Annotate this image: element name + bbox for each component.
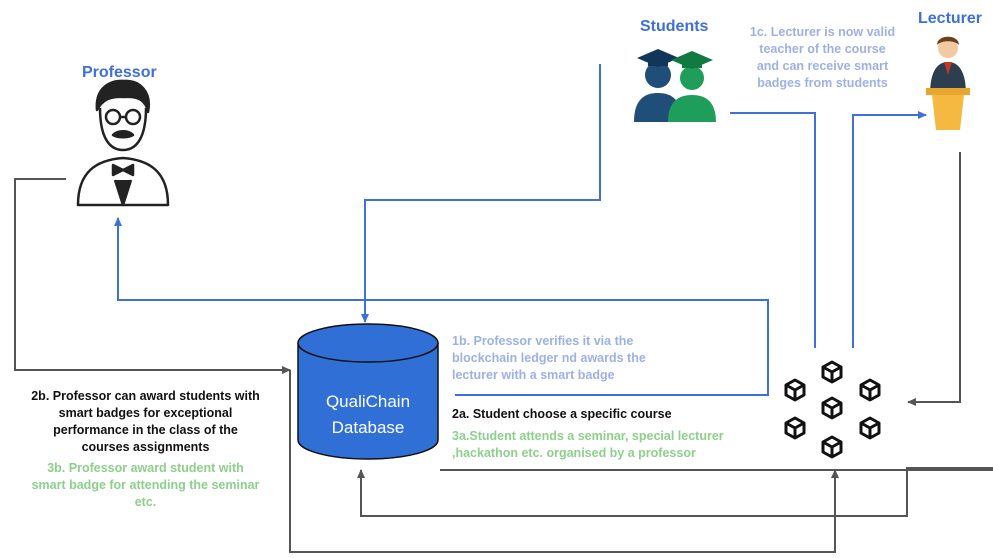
arrow-professor-to-blockchain (289, 370, 839, 553)
note-3a: 3a.Student attends a seminar, special le… (452, 428, 724, 462)
lecturer-label: Lecturer (918, 10, 983, 27)
arrow-blockchain-to-lecturer (852, 111, 927, 348)
note-1b: 1b. Professor verifies it via the blockc… (452, 333, 646, 384)
professor-icon (76, 79, 170, 207)
note-1c: 1c. Lecturer is now valid teacher of the… (740, 24, 905, 92)
note-2b-line: smart badges for exceptional (58, 406, 233, 420)
students-label: Students (640, 18, 709, 35)
arrow-blockchain-to-professor (114, 217, 769, 396)
note-1c-line: and can receive smart (756, 59, 889, 73)
note-3b-line: 3b. Professor award student with (47, 461, 244, 475)
arrow-students-to-blockchain (730, 112, 816, 348)
note-3b-line: etc. (134, 495, 157, 509)
note-3a-line: ,hackathon etc. organised by a professor (452, 446, 696, 460)
note-3b-line: smart badge for attending the seminar (31, 478, 260, 492)
connectors (14, 64, 993, 553)
note-1b-line: lecturer with a smart badge (452, 368, 615, 382)
professor-label: Professor (82, 64, 157, 81)
database-icon (297, 323, 439, 460)
note-1c-line: 1c. Lecturer is now valid (749, 25, 896, 39)
note-2b-line: 2b. Professor can award students with (31, 389, 260, 403)
note-3b: 3b. Professor award student with smart b… (8, 460, 283, 511)
note-2a: 2a. Student choose a specific course (452, 407, 672, 421)
note-3a-line: 3a.Student attends a seminar, special le… (452, 429, 724, 443)
arrow-students-to-database (361, 64, 601, 323)
lecturer-icon (926, 36, 970, 130)
students-icon (634, 49, 716, 122)
database-label-line1: QualiChain (325, 392, 411, 411)
note-2b-line: courses assignments (81, 440, 210, 454)
note-1c-line: teacher of the course (759, 42, 886, 56)
arrow-right-to-database (357, 467, 993, 517)
note-2b-line: performance in the class of the (53, 423, 238, 437)
blockchain-network-icon (784, 360, 881, 459)
note-1b-line: 1b. Professor verifies it via the (452, 334, 634, 348)
database-label-line2: Database (331, 418, 405, 437)
note-1b-line: blockchain ledger nd awards the (452, 351, 646, 365)
note-2b: 2b. Professor can award students with sm… (8, 388, 283, 456)
note-1c-line: badges from students (757, 76, 888, 90)
arrow-lecturer-to-blockchain (907, 152, 961, 406)
arrow-professor-to-database (14, 178, 291, 374)
